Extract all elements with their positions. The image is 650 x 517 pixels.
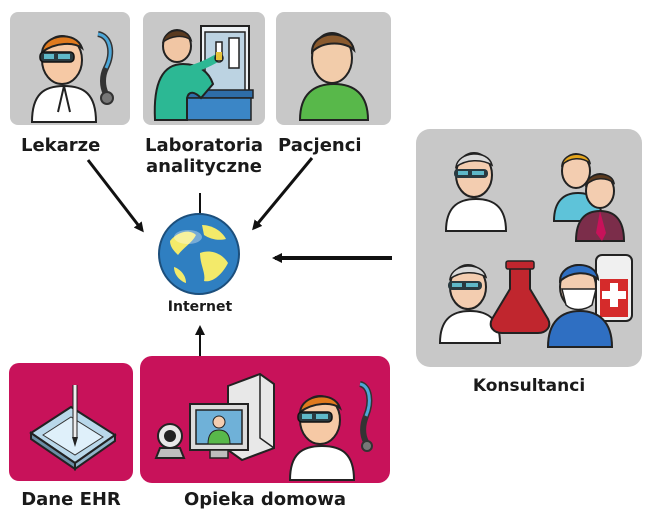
ehr-tile — [9, 363, 133, 481]
lab-tile — [143, 12, 265, 125]
lab-technician-icon — [153, 25, 254, 121]
arrow-doctors-to-internet — [86, 159, 144, 233]
webcam-icon — [154, 423, 186, 459]
globe-icon — [158, 213, 240, 295]
consultant-surgeon-icon — [546, 254, 633, 348]
patients-tile — [276, 12, 391, 125]
doctor-icon — [30, 31, 114, 123]
consultants-tile — [416, 129, 642, 367]
consultant-team-icon — [552, 153, 626, 242]
ehr-label: Dane EHR — [21, 489, 121, 510]
consultant-chemist-icon — [438, 260, 551, 344]
patient-icon — [298, 32, 370, 121]
tablet-pen-icon — [29, 385, 117, 471]
lab-label-line2: analityczne — [146, 155, 262, 177]
consultants-label: Konsultanci — [472, 376, 586, 396]
computer-icon — [189, 372, 275, 462]
lab-label-line1: Laboratoria — [144, 135, 264, 156]
homecare-tile — [140, 356, 390, 483]
lab-label: Laboratoria analityczne — [136, 135, 272, 177]
homecare-doctor-icon — [288, 381, 373, 481]
doctors-tile — [10, 12, 130, 125]
internet-globe — [156, 211, 242, 297]
doctors-label: Lekarze — [21, 135, 101, 156]
internet-label: Internet — [167, 299, 233, 315]
homecare-label: Opieka domowa — [183, 489, 347, 510]
arrow-patients-to-internet — [252, 157, 314, 231]
consultant-doctor-icon — [444, 152, 508, 232]
patients-label: Pacjenci — [278, 135, 362, 156]
